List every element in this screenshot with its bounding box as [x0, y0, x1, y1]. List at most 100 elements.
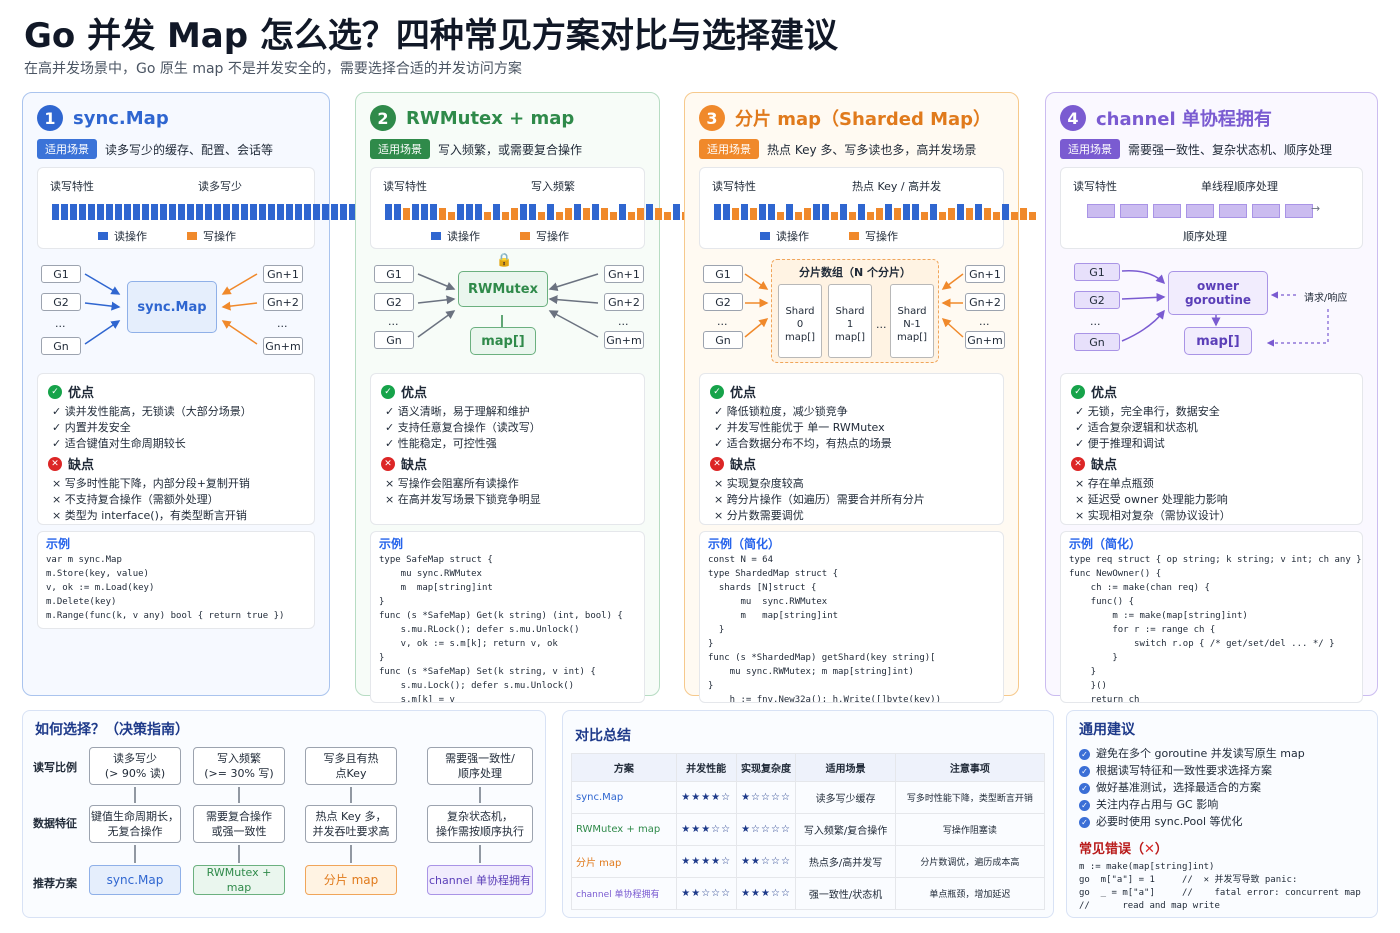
sync-map-node: sync.Map — [127, 281, 217, 333]
legend-read: 读操作 — [114, 230, 147, 243]
read-op-bar — [169, 204, 176, 220]
read-op-bar — [349, 204, 356, 220]
table-header: 方案 — [571, 753, 677, 782]
write-op-bar — [538, 212, 545, 220]
goroutine-box: Gn+1 — [604, 265, 644, 283]
error-code: m := make(map[string]int) go m["a"] = 1 … — [1079, 862, 1361, 911]
code-example: 示例（简化）const N = 64 type ShardedMap struc… — [699, 531, 1004, 703]
advice-title: 通用建议 — [1079, 722, 1135, 738]
page-subtitle: 在高并发场景中，Go 原生 map 不是并发安全的，需要选择合适的并发访问方案 — [24, 61, 522, 77]
read-op-bar — [97, 204, 104, 220]
read-op-bar — [412, 204, 419, 220]
pros-cons: ✓优点 ✓ 语义清晰，易于理解和维护 ✓ 支持任意复合操作（读改写） ✓ 性能稳… — [370, 373, 645, 525]
write-op-bar — [502, 212, 509, 220]
page-title: Go 并发 Map 怎么选？四种常见方案对比与选择建议 — [24, 16, 838, 56]
read-op-bar — [259, 204, 266, 220]
goroutine-box: Gn+2 — [965, 293, 1005, 311]
pros-cons: ✓优点 ✓ 降低锁粒度，减少锁竞争 ✓ 并发写性能优于 单一 RWMutex ✓… — [699, 373, 1004, 525]
read-op-bar — [912, 204, 919, 220]
read-op-bar — [619, 204, 626, 220]
rw-label: 读写特性 — [383, 180, 427, 193]
write-op-bar — [876, 208, 883, 220]
code-example: 示例（简化）type req struct { op string; k str… — [1060, 531, 1363, 703]
read-op-bar — [295, 204, 302, 220]
check-icon: ✓ — [1079, 817, 1090, 828]
read-op-bar — [673, 204, 680, 220]
arrows — [744, 273, 964, 338]
feature-box: 热点 Key 多， 并发吞吐要求高 — [305, 805, 397, 843]
pro-item: ✓ 降低锁粒度，减少锁竞争 — [714, 405, 848, 418]
row-label: 数据特征 — [33, 817, 77, 830]
arrows — [417, 273, 599, 338]
write-op-bar — [993, 212, 1000, 220]
goroutine-box: Gn — [1074, 333, 1120, 351]
pro-item: ✓ 便于推理和调试 — [1075, 437, 1165, 450]
request-response-label: 请求/响应 — [1304, 293, 1348, 304]
goroutine-box: G1 — [41, 265, 81, 283]
read-op-bar — [286, 204, 293, 220]
legend-write: 写操作 — [865, 230, 898, 243]
map-node: map[] — [1184, 327, 1252, 355]
write-op-bar — [1011, 212, 1018, 220]
rw-type: 读多写少 — [198, 180, 242, 193]
goroutine-box: Gn — [703, 331, 743, 349]
pro-item: ✓ 性能稳定，可控性强 — [385, 437, 497, 450]
table-row: 分片 map★★★★☆★★☆☆☆热点多/高并发写分片数调优，遍历成本高 — [571, 845, 1046, 878]
cross-icon: ✕ — [710, 456, 724, 471]
pros-title: 优点 — [401, 386, 428, 401]
write-op-bar — [777, 212, 784, 220]
decision-guide: 如何选择？（决策指南） 读写比例 数据特征 推荐方案 读多写少 (> 90% 读… — [22, 710, 546, 918]
goroutine-box: Gn+2 — [263, 293, 303, 311]
goroutine-box: G1 — [1074, 263, 1120, 281]
read-op-bar — [885, 204, 892, 220]
write-op-bar — [583, 208, 590, 220]
flow-diagram: G1 G2 ... Gn sync.Map Gn+1 Gn+2 ... Gn+m — [37, 259, 315, 369]
compare-panel: 对比总结 方案 并发性能 实现复杂度 适用场景 注意事项 sync.Map★★★… — [562, 710, 1054, 918]
read-op-bar — [196, 204, 203, 220]
write-op-bar — [403, 208, 410, 220]
cons-title: 缺点 — [730, 458, 757, 473]
read-op-bar — [241, 204, 248, 220]
table-header: 实现复杂度 — [735, 753, 797, 782]
pro-item: ✓ 读并发性能高，无锁读（大部分场景） — [52, 405, 252, 418]
read-op-bar — [61, 204, 68, 220]
lock-icon: 🔒 — [496, 253, 513, 268]
cross-icon: ✕ — [1071, 456, 1085, 471]
read-op-bar — [493, 204, 500, 220]
read-op-bar — [930, 204, 937, 220]
read-op-bar — [205, 204, 212, 220]
read-op-bar — [187, 204, 194, 220]
write-op-bar — [637, 208, 644, 220]
row-label: 读写比例 — [33, 761, 77, 774]
rw-label: 读写特性 — [712, 180, 756, 193]
con-item: × 实现相对复杂（需协议设计） — [1075, 509, 1231, 522]
con-item: × 类型为 interface()，有类型断言开销 — [52, 509, 247, 522]
write-op-bar — [556, 212, 563, 220]
write-op-bar — [655, 208, 662, 220]
write-op-bar — [610, 212, 617, 220]
write-op-bar — [484, 212, 491, 220]
write-op-bar — [867, 212, 874, 220]
code-title: 示例（简化） — [1069, 537, 1142, 551]
write-op-bar — [448, 212, 455, 220]
table-header: 并发性能 — [675, 753, 737, 782]
compare-title: 对比总结 — [575, 728, 631, 744]
pro-item: ✓ 无锁，完全串行，数据安全 — [1075, 405, 1220, 418]
read-op-bar — [529, 204, 536, 220]
goroutine-ellipsis: ... — [1090, 315, 1101, 328]
recommend-channel: channel 单协程拥有 — [427, 865, 533, 895]
read-op-bar — [646, 204, 653, 220]
con-item: × 分片数需要调优 — [714, 509, 804, 522]
pros-title: 优点 — [730, 386, 757, 401]
read-op-bar — [394, 204, 401, 220]
read-op-bar — [741, 204, 748, 220]
read-op-bar — [759, 204, 766, 220]
sequence-label: 顺序处理 — [1183, 230, 1227, 243]
read-op-bar — [250, 204, 257, 220]
step-number-badge: 3 — [699, 105, 725, 131]
card-title: sync.Map — [73, 107, 169, 129]
read-op-bar — [520, 204, 527, 220]
rw-label: 读写特性 — [1073, 180, 1117, 193]
